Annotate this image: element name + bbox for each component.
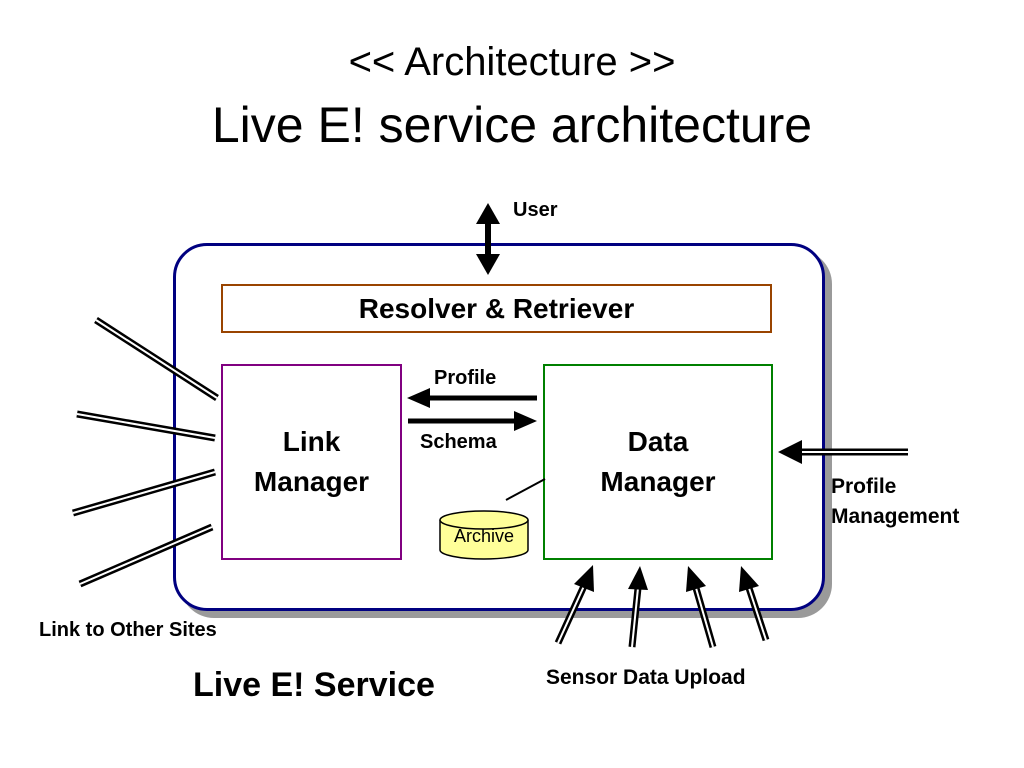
link-line-1 bbox=[94, 317, 219, 401]
sensor-data-upload-label: Sensor Data Upload bbox=[546, 666, 746, 689]
link-line-4 bbox=[78, 523, 214, 588]
link-line-3 bbox=[72, 468, 216, 517]
link-to-other-sites-label: Link to Other Sites bbox=[39, 619, 217, 641]
user-label: User bbox=[513, 199, 558, 221]
resolver-retriever-box: Resolver & Retriever bbox=[221, 284, 772, 333]
archive-label: Archive bbox=[453, 526, 515, 546]
profile-arrow bbox=[407, 388, 537, 408]
schema-label: Schema bbox=[420, 431, 497, 453]
resolver-retriever-label: Resolver & Retriever bbox=[358, 292, 635, 324]
archive-connector bbox=[505, 478, 546, 501]
link-manager-label: Link Manager bbox=[253, 426, 370, 497]
service-name-label: Live E! Service bbox=[193, 666, 435, 704]
profile-management-arrow bbox=[778, 440, 908, 464]
title-line-1: << Architecture >> bbox=[348, 40, 676, 84]
title-line-2: Live E! service architecture bbox=[211, 97, 813, 153]
schema-arrow bbox=[408, 411, 537, 431]
sensor-arrow-3 bbox=[686, 566, 717, 648]
profile-management-label: Profile Management bbox=[831, 475, 960, 528]
user-double-arrow bbox=[476, 203, 500, 275]
archive-cylinder bbox=[439, 510, 529, 560]
profile-label: Profile bbox=[434, 367, 497, 389]
sensor-arrow-1 bbox=[554, 565, 594, 645]
sensor-arrow-4 bbox=[739, 566, 770, 642]
sensor-arrow-2 bbox=[628, 566, 648, 648]
link-line-2 bbox=[76, 410, 216, 442]
data-manager-box: Data Manager bbox=[543, 364, 773, 560]
link-manager-box: Link Manager bbox=[221, 364, 402, 560]
data-manager-label: Data Manager bbox=[600, 426, 716, 497]
